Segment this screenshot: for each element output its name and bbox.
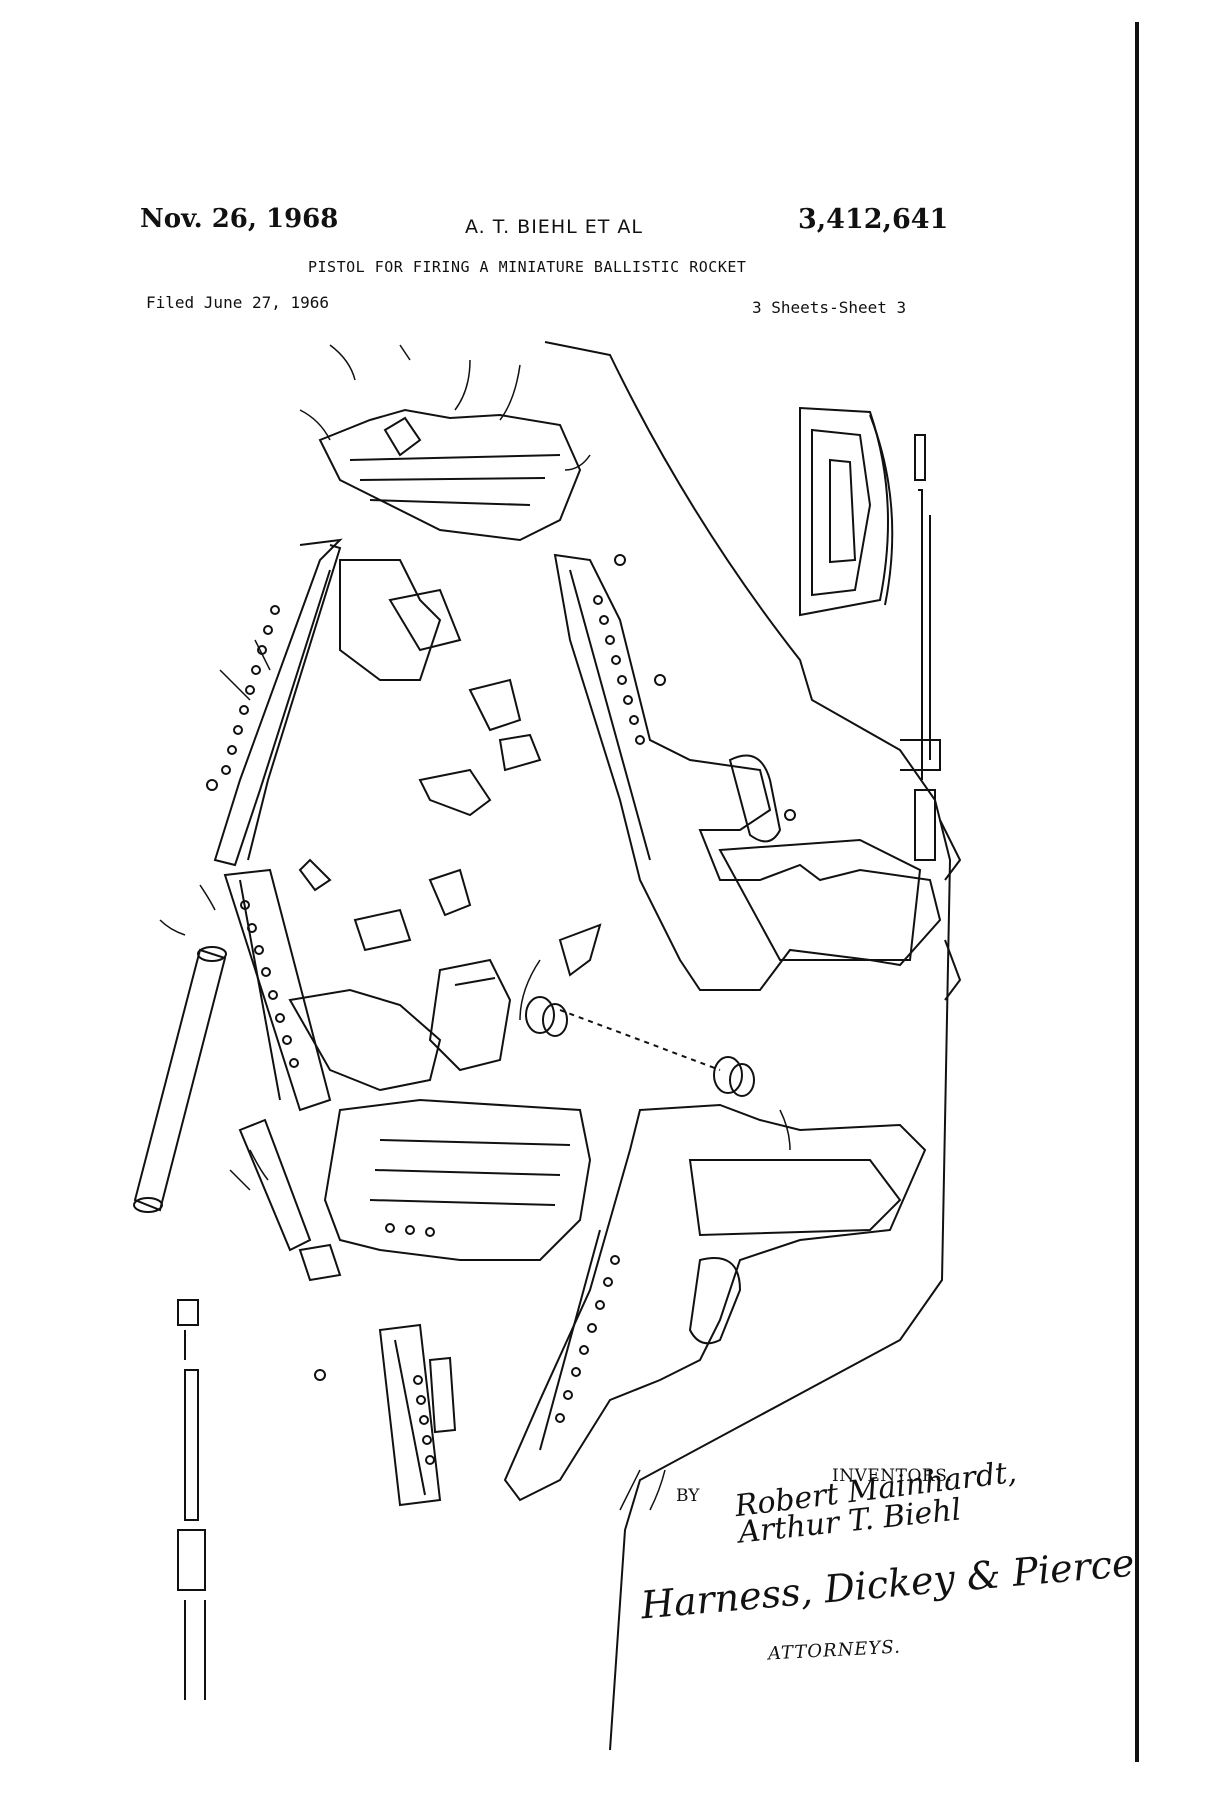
section-view-detail (800, 408, 892, 615)
slide-cover-part (380, 1325, 455, 1505)
by-label: BY (676, 1486, 699, 1506)
barrel-tube (134, 947, 226, 1212)
reference-leaders (160, 345, 790, 1510)
right-pistol-upper (555, 555, 940, 990)
upper-frame-half (215, 410, 580, 865)
magazine-and-spring (430, 960, 754, 1096)
section-line-markers (900, 435, 960, 1000)
lower-frame-half (225, 870, 590, 1260)
figure-marker-left (178, 1300, 205, 1700)
